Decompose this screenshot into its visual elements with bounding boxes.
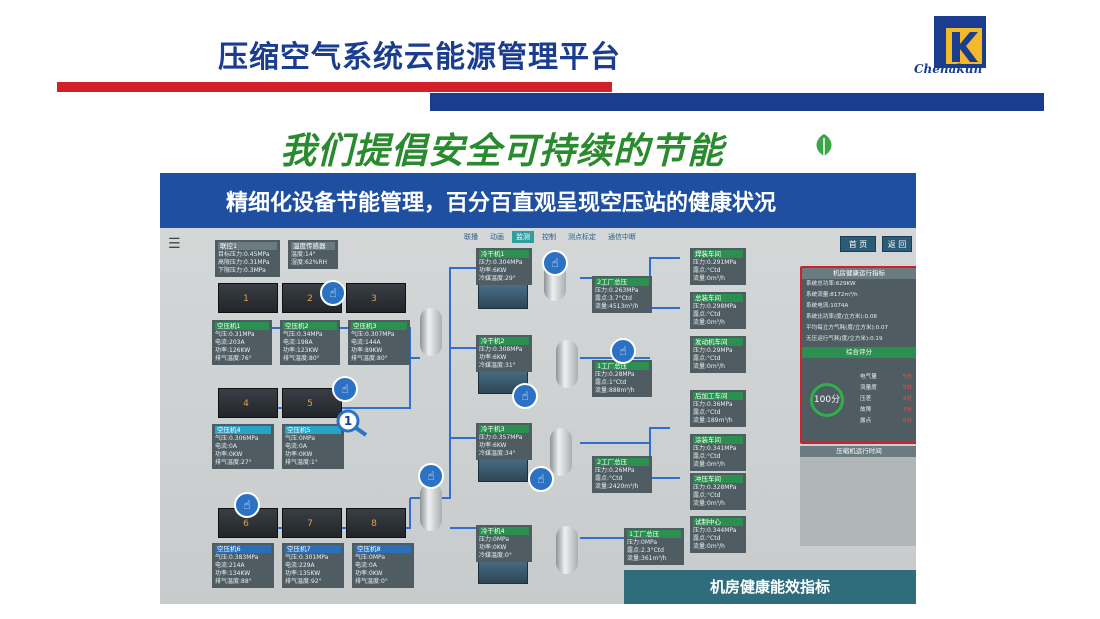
panel-header-text: 精细化设备节能管理，百分百直观呈现空压站的健康状况 <box>226 191 777 216</box>
air-tank <box>420 308 442 356</box>
svg-text:1: 1 <box>344 414 352 428</box>
compressor-unit[interactable]: 8 <box>346 508 406 538</box>
touch-hand-icon[interactable]: ☝ <box>234 492 260 518</box>
air-tank <box>556 526 578 574</box>
caption-label: 机房健康能效指标 <box>624 570 916 604</box>
leaf-icon <box>816 134 832 156</box>
compressor-unit[interactable]: 4 <box>218 388 278 418</box>
touch-hand-icon[interactable]: ☝ <box>542 250 568 276</box>
slogan: 我们提倡安全可持续的节能 <box>280 131 725 172</box>
touch-hand-icon[interactable]: ☝ <box>332 376 358 402</box>
page-title: 压缩空气系统云能源管理平台 <box>218 40 621 75</box>
touch-hand-icon[interactable]: ☝ <box>418 463 444 489</box>
touch-hand-icon[interactable]: ☝ <box>528 466 554 492</box>
blue-divider <box>430 93 1044 111</box>
nav-tab[interactable]: 通信中断 <box>608 233 636 241</box>
menu-icon[interactable]: ☰ <box>168 236 181 252</box>
nav-tab[interactable]: 控制 <box>542 233 556 241</box>
nav-tab[interactable]: 动画 <box>490 233 504 241</box>
magnifier-badge-icon[interactable]: 1 <box>335 408 369 438</box>
air-tank <box>550 428 572 476</box>
compressor-unit[interactable]: 1 <box>218 283 278 313</box>
dryer-unit[interactable] <box>478 558 528 584</box>
company-logo <box>934 16 986 68</box>
air-tank <box>420 483 442 531</box>
logo-text: Chenakun <box>914 62 983 76</box>
compressor-unit[interactable]: 7 <box>282 508 342 538</box>
dryer-unit[interactable] <box>478 456 528 482</box>
nav-tab[interactable]: 联播 <box>464 233 478 241</box>
temperature-sensor-box: 温度传感器 温度:14° 湿度:62%RH <box>288 240 338 269</box>
back-button[interactable]: 返 回 <box>882 236 912 252</box>
nav-tab-active[interactable]: 监测 <box>512 231 534 243</box>
panel-header: 精细化设备节能管理，百分百直观呈现空压站的健康状况 <box>160 173 916 228</box>
touch-hand-icon[interactable]: ☝ <box>320 280 346 306</box>
runtime-panel: 压缩机运行时间 <box>800 446 916 546</box>
nav-tab[interactable]: 测点标定 <box>568 233 596 241</box>
red-divider <box>57 82 612 92</box>
joint-control-box: 联控1 目标压力:0.45MPa 高限压力:0.31MPa 下限压力:0.3MP… <box>215 240 280 277</box>
screenshot-frame: 精细化设备节能管理，百分百直观呈现空压站的健康状况 <box>160 173 916 604</box>
compressor-unit[interactable]: 3 <box>346 283 406 313</box>
home-button[interactable]: 首 页 <box>840 236 876 252</box>
score-ring: 100分 <box>810 383 844 417</box>
health-panel: 机房健康运行指标 系统总功率:629KW 系统流量:8172m³/h 系统电流:… <box>800 266 916 444</box>
scada-view: ☰ 联播 动画 监测 控制 测点标定 通信中断 首 页 返 回 联控1 目标压力… <box>160 228 916 604</box>
dryer-unit[interactable] <box>478 283 528 309</box>
scada-nav: 联播 动画 监测 控制 测点标定 通信中断 <box>460 231 640 243</box>
touch-hand-icon[interactable]: ☝ <box>512 383 538 409</box>
touch-hand-icon[interactable]: ☝ <box>610 338 636 364</box>
air-tank <box>556 340 578 388</box>
